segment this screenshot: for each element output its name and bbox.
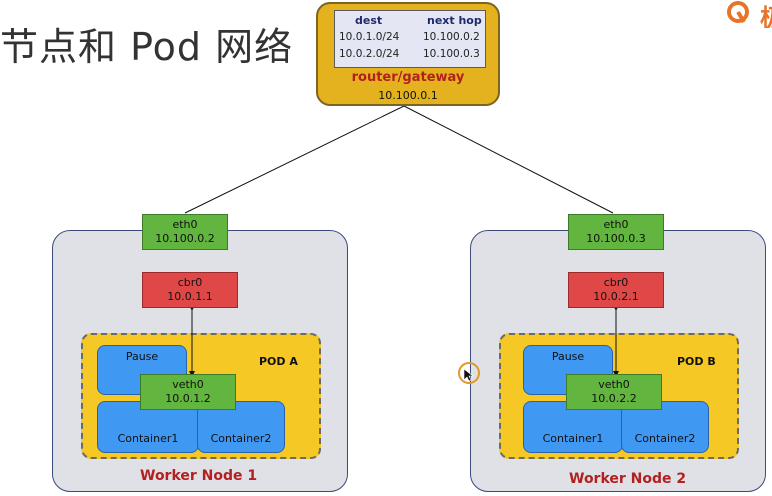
- interface-name: veth0: [598, 378, 630, 391]
- interface-name: eth0: [172, 218, 198, 231]
- interface-name: eth0: [603, 218, 629, 231]
- bridge-name: cbr0: [177, 276, 203, 289]
- link-router-node2: [403, 105, 614, 214]
- eth0-interface-node1[interactable]: eth0 10.100.0.2: [142, 214, 228, 250]
- pod-label: POD B: [677, 355, 716, 368]
- route-next-hop: 10.100.0.2: [423, 31, 480, 43]
- veth0-interface-node2[interactable]: veth0 10.0.2.2: [566, 374, 662, 410]
- route-next-hop: 10.100.0.3: [423, 48, 480, 60]
- brand-logo: 极: [724, 0, 772, 28]
- route-header-next-hop: next hop: [427, 14, 482, 27]
- node-label: Worker Node 2: [569, 471, 687, 487]
- eth0-interface-node2[interactable]: eth0 10.100.0.3: [568, 214, 664, 250]
- router-gateway[interactable]: dest next hop 10.0.1.0/24 10.100.0.2 10.…: [316, 2, 500, 106]
- interface-name: veth0: [172, 378, 204, 391]
- page-title: 节点和 Pod 网络: [0, 25, 294, 69]
- container-label: Container2: [210, 432, 272, 445]
- container-2[interactable]: Container2: [621, 401, 709, 453]
- route-dest: 10.0.2.0/24: [339, 48, 400, 60]
- interface-ip: 10.100.0.3: [586, 232, 646, 245]
- container-label: Container1: [542, 432, 604, 445]
- cbr0-bridge-node1[interactable]: cbr0 10.0.1.1: [142, 272, 238, 308]
- interface-ip: 10.0.2.2: [591, 392, 637, 405]
- bridge-name: cbr0: [603, 276, 629, 289]
- router-ip: 10.100.0.1: [378, 89, 438, 102]
- worker-node-1: Pause POD A Container1 Container2: [52, 230, 348, 492]
- pause-label: Pause: [125, 350, 159, 363]
- logo-icon: [727, 1, 749, 24]
- cursor-highlight: [458, 362, 480, 384]
- cursor-arrow-icon: [463, 368, 474, 382]
- route-header-dest: dest: [355, 14, 383, 27]
- container-label: Container2: [634, 432, 696, 445]
- link-router-node1: [184, 105, 405, 214]
- bridge-ip: 10.0.1.1: [167, 290, 213, 303]
- routing-table: dest next hop 10.0.1.0/24 10.100.0.2 10.…: [334, 10, 486, 68]
- interface-ip: 10.100.0.2: [155, 232, 215, 245]
- router-label: router/gateway: [351, 70, 465, 85]
- container-label: Container1: [117, 432, 179, 445]
- cbr0-bridge-node2[interactable]: cbr0 10.0.2.1: [568, 272, 664, 308]
- pod-label: POD A: [259, 355, 298, 368]
- pause-label: Pause: [551, 350, 585, 363]
- interface-ip: 10.0.1.2: [165, 392, 211, 405]
- node-label: Worker Node 1: [140, 468, 258, 484]
- logo-text: 极: [760, 0, 772, 28]
- veth0-interface-node1[interactable]: veth0 10.0.1.2: [140, 374, 236, 410]
- bridge-ip: 10.0.2.1: [593, 290, 639, 303]
- route-dest: 10.0.1.0/24: [339, 31, 400, 43]
- worker-node-2: Pause POD B Container1 Container2: [470, 230, 766, 492]
